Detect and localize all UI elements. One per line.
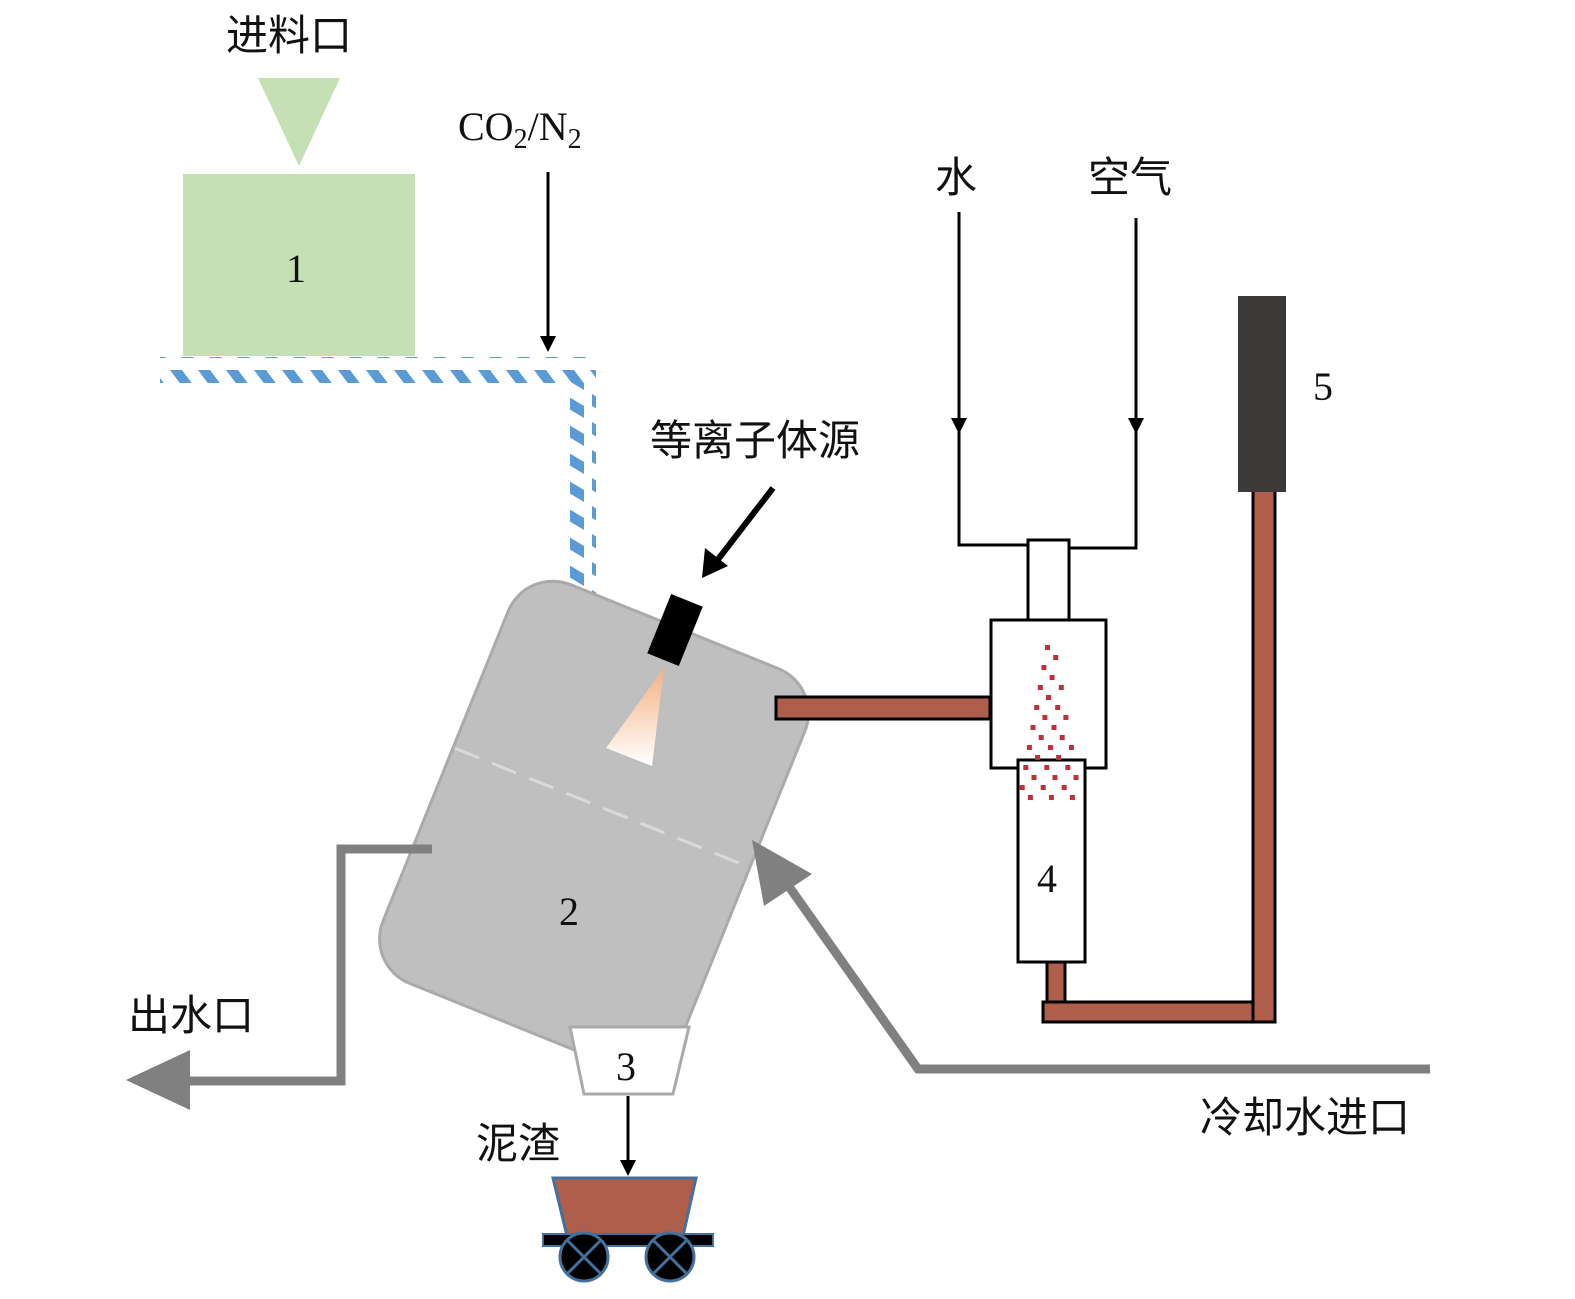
nozzle [1026,538,1071,622]
air-label: 空气 [1088,153,1172,202]
liquid-level-dashed-line [454,746,749,869]
cart-wheel-left-icon [558,1231,610,1283]
spray-droplet [1023,765,1029,770]
sludge-residue-label: 泥渣 [476,1119,560,1168]
spray-droplet [1026,745,1032,750]
air-line [1069,218,1138,550]
spray-droplet [1045,645,1050,650]
spray-droplet [1053,655,1059,660]
plasma-flame [606,668,664,766]
water-label: 水 [935,153,977,202]
spray-droplet [1046,695,1051,700]
plasma-source-arrow [713,486,776,564]
plasma-arrowhead-icon [702,548,728,578]
water-outlet-arrowhead-icon [126,1050,190,1110]
cooling-water-line [786,885,1430,1074]
spray-droplet [1058,685,1064,690]
slag-cart-icon [542,1176,714,1283]
hopper-1 [183,174,415,356]
slag-arrowhead-icon [620,1160,636,1176]
component-5-label: 5 [1313,364,1333,409]
plasma-source-label: 等离子体源 [650,416,860,465]
spray-droplet [1059,735,1065,740]
cart-wheel-right-icon [644,1231,696,1283]
spray-droplet [1044,765,1050,770]
component-1-label: 1 [286,246,306,291]
spray-droplet [1048,795,1054,800]
spray-droplet [1061,785,1067,790]
feed-funnel-icon [258,78,340,166]
spray-droplet [1052,775,1058,780]
spray-droplet [1069,795,1075,800]
spray-droplet [1037,685,1043,690]
reactor-tank-2 [378,579,810,1073]
spray-droplet [1031,775,1037,780]
spray-droplet [1068,745,1074,750]
component-4-label: 4 [1037,856,1057,901]
gas-arrowhead-icon [540,336,556,352]
spray-droplet [1051,725,1057,730]
spray-droplets [1019,645,1079,800]
water-line [957,212,1028,547]
spray-droplet [1055,705,1061,710]
water-outlet-label: 出水口 [128,991,254,1040]
spray-droplet [1027,795,1033,800]
water-arrowhead-icon [951,418,967,434]
spray-droplet [1034,705,1040,710]
spray-chamber [989,618,1108,770]
spray-droplet [1041,665,1047,670]
stack-5 [1238,296,1286,492]
spray-droplet [1073,775,1079,780]
spray-droplet [1042,715,1048,720]
spray-droplet [1035,755,1041,760]
spray-droplet [1049,675,1055,680]
component-3-label: 3 [616,1044,636,1089]
air-arrowhead-icon [1128,418,1144,434]
spray-droplet [1063,715,1069,720]
stack-pipe [1251,488,1277,1024]
spray-droplet [1047,745,1053,750]
spray-droplet [1056,755,1062,760]
component-2-label: 2 [559,889,579,934]
spray-droplet [1038,735,1044,740]
water-outlet-line [185,844,432,1086]
plasma-torch [647,593,703,667]
spray-droplet [1019,785,1025,790]
cooling-water-inlet-label: 冷却水进口 [1200,1093,1410,1142]
spray-droplet [1040,785,1046,790]
cooling-water-arrowhead-icon [752,840,812,906]
spray-droplet [1065,765,1071,770]
gas-label: CO2/N2 [458,104,582,155]
tank-to-chamber-pipe [774,695,992,721]
feed-pipe-horizontal [160,357,596,383]
slag-discharge-3 [568,1025,691,1096]
column-4 [1016,758,1087,964]
feed-inlet-label: 进料口 [226,11,352,60]
bottom-pipe [1041,1000,1277,1024]
spray-droplet [1030,725,1036,730]
